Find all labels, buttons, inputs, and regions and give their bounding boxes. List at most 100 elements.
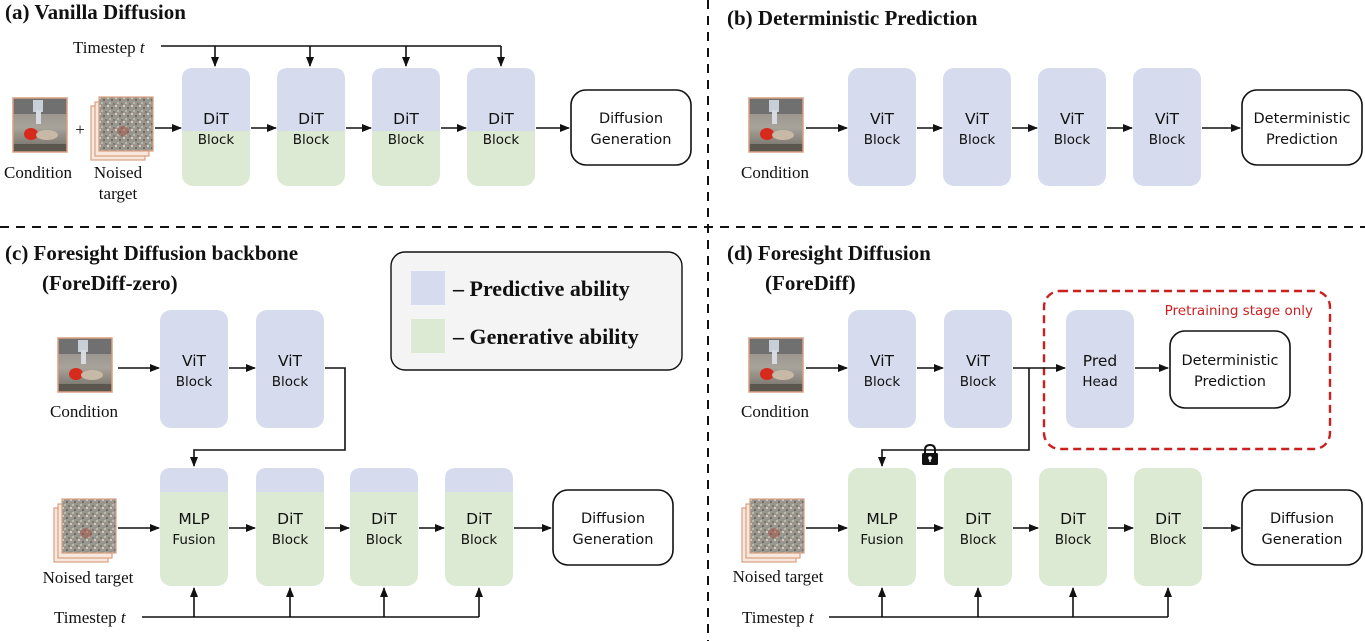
block-main-label: DiT [466,510,492,528]
mlp-fusion-block: MLP Fusion [848,468,916,586]
panel-b: (b) Deterministic Prediction Condition V… [727,6,1363,186]
block-sub-label: Block [293,132,330,148]
block-main-label: MLP [866,510,897,528]
block-sub-label: Block [960,374,997,390]
vit-block: ViT Block [943,68,1011,186]
dit-block: DiT Block [445,468,513,586]
block-sub-label: Block [366,532,403,548]
output-label-2: Prediction [1266,132,1338,148]
panel-d-title-1: (d) Foresight Diffusion [727,241,931,265]
legend-predictive-label: – Predictive ability [452,276,630,301]
panel-a-noised-label-2: target [99,184,138,203]
block-sub-label: Block [864,132,901,148]
block-main-label: ViT [870,352,895,370]
block-main-label: ViT [278,352,303,370]
block-sub-label: Block [198,132,235,148]
panel-d-timestep-label: Timestep t [742,608,815,627]
vit-block: ViT Block [256,310,324,428]
block-sub-label: Block [1150,532,1187,548]
block-sub-label: Block [960,532,997,548]
panel-d: (d) Foresight Diffusion (ForeDiff) Pretr… [727,241,1363,627]
block-sub-label: Block [1054,132,1091,148]
condition-image-icon [748,337,804,393]
block-sub-label: Block [388,132,425,148]
panel-d-timestep-text: Timestep [742,608,805,627]
feature-connector [878,368,1030,467]
legend-generative-label: – Generative ability [452,324,639,349]
pred-head-block: Pred Head [1066,310,1134,428]
panel-c-condition-label: Condition [50,402,119,421]
block-sub-label: Block [272,374,309,390]
block-sub-label: Fusion [172,532,215,548]
dit-block: DiT Block [1134,468,1202,586]
block-main-label: ViT [966,352,991,370]
panel-c-timestep-t: t [121,608,127,627]
block-main-label: DiT [298,110,324,128]
block-main-label: DiT [1155,510,1181,528]
panel-d-timestep-t: t [809,608,815,627]
panel-a-timestep-label: Timestep t [73,38,146,57]
legend-predictive-swatch [411,271,445,305]
panel-c: (c) Foresight Diffusion backbone (ForeDi… [5,241,683,627]
dit-block: DiT Block [182,68,250,186]
deterministic-prediction-box: Deterministic Prediction [1169,330,1291,409]
dit-block: DiT Block [350,468,418,586]
diffusion-generation-box: Diffusion Generation [552,489,674,566]
block-main-label: DiT [371,510,397,528]
block-sub-label: Block [1055,532,1092,548]
block-main-label: DiT [393,110,419,128]
panel-a-noised-label-1: Noised [94,163,143,182]
block-main-label: DiT [203,110,229,128]
diffusion-generation-box: Diffusion Generation [1241,489,1363,566]
dit-block: DiT Block [467,68,535,186]
dit-block: DiT Block [372,68,440,186]
panel-c-noised-label: Noised target [43,568,134,587]
panel-d-condition-label: Condition [741,402,810,421]
panel-a-condition-label: Condition [4,163,73,182]
panel-d-noised-label: Noised target [733,567,824,586]
panel-c-timestep-label: Timestep t [54,608,127,627]
mlp-fusion-block: MLP Fusion [160,468,228,586]
output-label-1: Diffusion [599,111,663,127]
pretraining-region [1042,289,1332,451]
block-main-label: DiT [1060,510,1086,528]
block-sub-label: Block [1149,132,1186,148]
plus-sign: + [75,120,85,139]
output-label-1: Deterministic [1181,353,1278,369]
condition-image-icon [57,337,113,393]
panel-c-title-2: (ForeDiff-zero) [42,271,178,295]
legend-generative-swatch [411,319,445,353]
block-sub-label: Head [1082,374,1117,390]
panel-a-timestep-t: t [140,38,146,57]
dit-block: DiT Block [256,468,324,586]
pretraining-label: Pretraining stage only [1165,303,1313,319]
panel-a-title: (a) Vanilla Diffusion [5,0,186,24]
block-sub-label: Block [864,374,901,390]
output-label-1: Deterministic [1253,111,1350,127]
vit-block: ViT Block [160,310,228,428]
panel-c-timestep-text: Timestep [54,608,117,627]
output-label-1: Diffusion [581,511,645,527]
diffusion-generation-box: Diffusion Generation [570,89,692,166]
dit-block: DiT Block [1039,468,1107,586]
block-main-label: ViT [870,110,895,128]
block-sub-label: Block [176,374,213,390]
vit-block: ViT Block [1038,68,1106,186]
vit-block: ViT Block [848,310,916,428]
dit-block: DiT Block [944,468,1012,586]
legend: – Predictive ability – Generative abilit… [390,251,683,371]
dit-block: DiT Block [277,68,345,186]
feature-connector [190,367,346,467]
vit-block: ViT Block [944,310,1012,428]
block-main-label: ViT [1060,110,1085,128]
block-main-label: MLP [178,510,209,528]
vit-block: ViT Block [1133,68,1201,186]
block-main-label: ViT [182,352,207,370]
output-label-1: Diffusion [1270,511,1334,527]
block-main-label: DiT [965,510,991,528]
panel-a: (a) Vanilla Diffusion Timestep t Conditi… [4,0,692,203]
panel-a-timestep-text: Timestep [73,38,136,57]
block-sub-label: Fusion [860,532,903,548]
output-label-2: Prediction [1194,374,1266,390]
